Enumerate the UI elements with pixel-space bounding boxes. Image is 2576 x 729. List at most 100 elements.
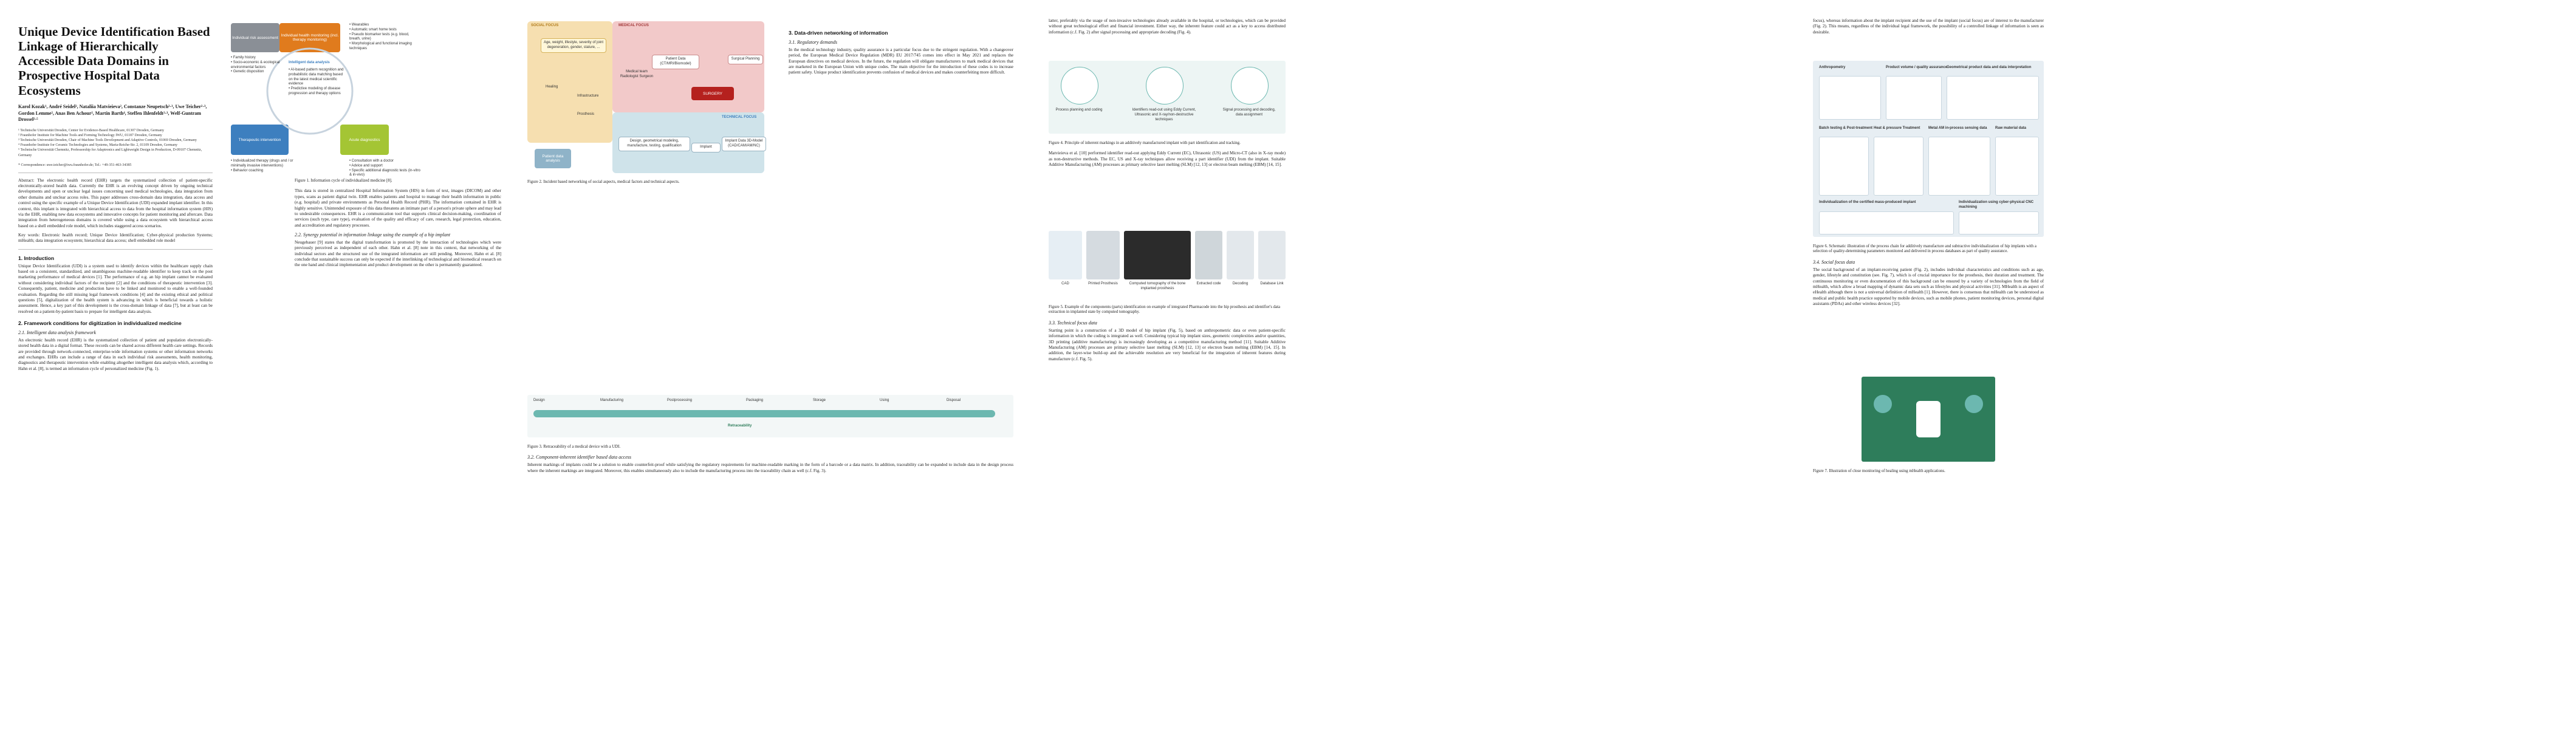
figure-7-caption: Figure 7. Illustration of close monitori… (1813, 469, 1945, 473)
correspondence: * Correspondence: uwe.teicher@iwu.fraunh… (18, 163, 132, 167)
step-3-label: Signal processing and decoding, data ass… (1222, 108, 1276, 117)
affiliation: ² Fraunhofer Institute for Machine Tools… (18, 134, 162, 138)
section-text: Starting point is a construction of a 3D… (1049, 327, 1286, 361)
heat-panel (1874, 137, 1923, 196)
medical-icon (1965, 395, 1983, 413)
page3-top-text: latter, preferably via the usage of non-… (1049, 18, 1286, 39)
step-label: Postprocessing (667, 399, 693, 402)
authors: Karol Kozak¹, André Seidel², Nataliia Ma… (18, 103, 207, 123)
figure-3-retraceability: Design Manufacturing Postprocessing Pack… (527, 395, 1013, 437)
figure-5-caption: Figure 5. Example of the components (par… (1049, 305, 1280, 315)
figure-1-information-cycle: Individual risk assessment Individual he… (225, 18, 492, 249)
cps-label: Individualization using cyber-physical C… (1959, 200, 2034, 209)
subsection-heading: 3.3. Technical focus data (1049, 320, 1097, 326)
ct-image (1124, 231, 1191, 279)
step-label: Manufacturing (600, 399, 624, 402)
section-text: Inherent markings of implants could be a… (527, 462, 1013, 473)
geometric-panel (1947, 76, 2039, 120)
decoding-image (1227, 231, 1254, 279)
identifier-readout-icon (1146, 67, 1184, 104)
section-heading: 2. Framework conditions for digitization… (18, 320, 182, 326)
therapy-list: • Individualized therapy (drugs and / or… (231, 159, 293, 173)
affiliations: ¹ Technische Universität Dresden, Center… (18, 128, 213, 158)
figure-1-caption: Figure 1. Information cycle of individua… (295, 179, 392, 183)
medical-focus-label: MEDICAL FOCUS (618, 24, 649, 27)
figure-6-process-chain: Anthropometry Product volume / quality a… (1813, 61, 2044, 237)
batch-panel (1819, 137, 1869, 196)
affiliation: ³ Technische Universität Dresden, Chair … (18, 139, 197, 143)
subsection-heading: 3.1. Regulatory demands (789, 39, 837, 45)
design-box: Design, geometrical modeling, manufactur… (618, 137, 690, 151)
process-arrow (533, 410, 995, 417)
page-1: Unique Device Identification Based Linka… (0, 0, 515, 729)
page-3: latter, preferably via the usage of non-… (1030, 0, 1546, 729)
fig5-label: Printed Prosthesis (1088, 282, 1118, 286)
cycle-arrows (266, 47, 354, 135)
step-label: Disposal (947, 399, 961, 402)
cps-panel (1959, 211, 2039, 234)
figure-5-component-identification: CAD Printed Prosthesis Computed tomograp… (1049, 231, 1286, 298)
body-text: Neugebauer [9] states that the digital t… (295, 240, 501, 268)
body-text: This data is stored in centralized Hospi… (295, 188, 501, 228)
printed-prosthesis-image (1086, 231, 1120, 279)
fig5-label: CAD (1061, 282, 1069, 286)
page3-bottom: Figure 5. Example of the components (par… (1049, 303, 1286, 366)
fig5-label: Extracted code (1196, 282, 1221, 286)
product-panel (1886, 76, 1942, 120)
individualization-panel (1819, 211, 1954, 234)
diagnostics-list: • Consultation with a doctor • Advice an… (349, 159, 420, 177)
monitoring-list: • Wearables • Automatic smart home tests… (349, 23, 412, 50)
age-weight-box: Age, weight, lifestyle, severity of join… (541, 38, 606, 53)
page4-mid: Figure 6. Schematic illustration of the … (1813, 242, 2044, 310)
page1-right-column: Figure 1. Information cycle of individua… (295, 176, 501, 272)
process-planning-icon (1061, 67, 1098, 104)
intro-text: Unique Device Identification (UDI) is a … (18, 263, 213, 314)
step-label: Design (533, 399, 545, 402)
raw-panel (1995, 137, 2039, 196)
body-text: latter, preferably via the usage of non-… (1049, 18, 1286, 35)
metal-am-label: Metal AM in-process sensing data (1928, 126, 1987, 130)
keywords: Key words: Electronic health record; Uni… (18, 232, 213, 244)
implant-box: Implant (691, 143, 721, 152)
page1-left-column: Unique Device Identification Based Linka… (18, 24, 213, 375)
page4-top-text: focus), whereas information about the im… (1813, 18, 2044, 39)
product-label: Product volume / quality assurance (1886, 66, 1948, 69)
phone-icon (1916, 401, 1941, 437)
patient-data-analysis-box: Patient data analysis (535, 149, 571, 168)
section-text: In the medical technology industry, qual… (789, 47, 1013, 75)
signal-processing-icon (1231, 67, 1269, 104)
heart-icon (1874, 395, 1892, 413)
step-1-label: Process planning and coding (1055, 108, 1103, 112)
intelligent-analysis-label: Intelligent data analysis (289, 61, 330, 64)
therapeutic-box: Therapeutic intervention (231, 125, 289, 155)
patient-data-box: Patient Data (CT/MRI/Biomodel) (652, 55, 699, 69)
individualization-label: Individualization of the certified mass-… (1819, 200, 1916, 204)
prosthesis-label: Prosthesis (577, 112, 595, 116)
figure-3-caption: Figure 3. Retraceability of a medical de… (527, 445, 621, 449)
step-label: Using (880, 399, 889, 402)
surgery-box: SURGERY (691, 87, 734, 100)
infrastructure-label: Infrastructure (577, 94, 599, 98)
divider (18, 248, 213, 250)
social-focus-label: SOCIAL FOCUS (531, 24, 559, 27)
anthropometry-panel (1819, 76, 1881, 120)
medical-team-label: Medical team Radiologist Surgeon (620, 70, 654, 78)
subsection-heading: 2.2. Synergy potential in information li… (295, 232, 451, 238)
step-label: Storage (813, 399, 826, 402)
page4-bottom: Figure 7. Illustration of close monitori… (1813, 467, 2044, 479)
intelligent-list: • AI-based pattern recognition and proba… (289, 68, 344, 95)
paper-title: Unique Device Identification Based Linka… (18, 24, 210, 98)
page-5 (2061, 0, 2576, 729)
affiliation: ⁵ Technische Universität Chemnitz, Profe… (18, 148, 202, 157)
section-text: An electronic health record (EHR) is the… (18, 337, 213, 371)
affiliation: ⁴ Fraunhofer Institute for Ceramic Techn… (18, 143, 177, 148)
anthropometry-label: Anthropometry (1819, 66, 1846, 69)
page2-left-column: Figure 2. Incident based networking of s… (527, 177, 764, 190)
retraceability-label: Retraceability (728, 424, 752, 428)
subsection-heading: 3.2. Component-inherent identifier based… (527, 454, 632, 460)
section-heading: 3. Data-driven networking of information (789, 30, 888, 36)
figure-4-caption: Figure 4. Principle of inherent markings… (1049, 141, 1241, 145)
batch-label: Batch testing & Post-treatment (1819, 126, 1873, 130)
section-text: The social background of an implant-rece… (1813, 267, 2044, 307)
figure-7-mhealth (1862, 377, 1995, 462)
